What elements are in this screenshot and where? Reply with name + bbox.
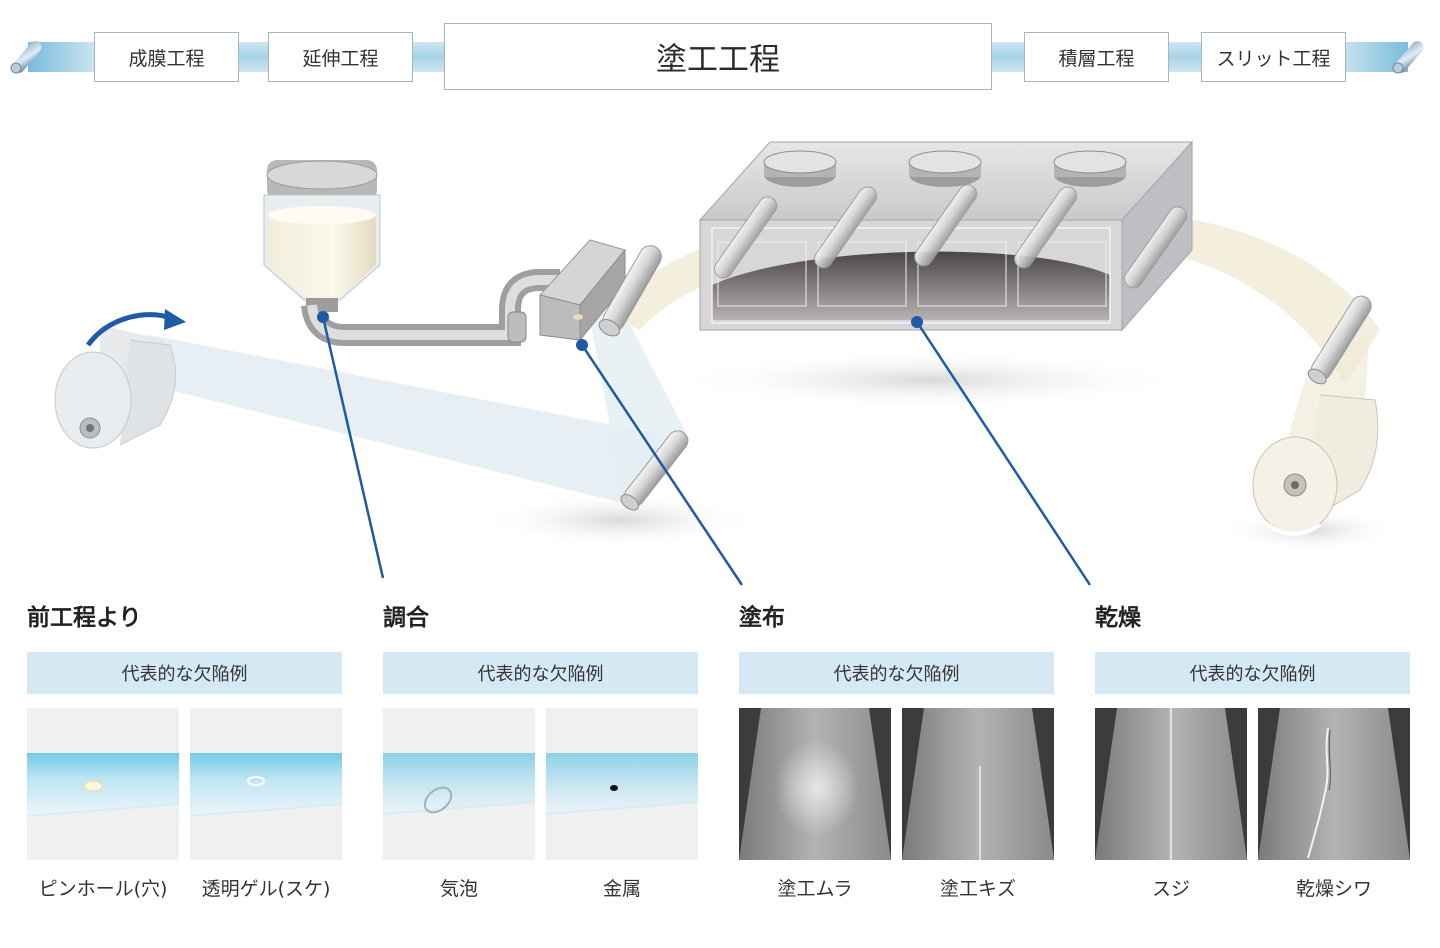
step-coating-current: 塗工工程 <box>444 23 992 90</box>
stage-coating: 塗布 代表的な欠陥例 塗工ムラ 塗工キズ <box>739 600 1054 901</box>
rotation-arrow-icon <box>85 312 171 347</box>
coating-die <box>539 239 626 342</box>
step-film-forming: 成膜工程 <box>94 32 239 82</box>
left-roll-icon <box>10 41 42 74</box>
defect-header: 代表的な欠陥例 <box>27 652 342 694</box>
stage-title: 塗布 <box>739 605 785 631</box>
coating-roller <box>598 245 662 337</box>
stage-previous-process: 前工程より 代表的な欠陥例 ピンホール(穴) 透明ゲル(スケ) <box>27 600 342 901</box>
defect-caption: 気泡 <box>439 878 478 900</box>
metal-image <box>546 708 698 860</box>
defect-caption: 塗工キズ <box>939 878 1016 900</box>
stage-title: 乾燥 <box>1095 605 1141 631</box>
defect-caption: 金属 <box>602 878 641 900</box>
defect-header: 代表的な欠陥例 <box>383 652 698 694</box>
stage-title: 調合 <box>383 605 429 631</box>
oven-shadow <box>670 350 1190 410</box>
right-roll-icon <box>1392 41 1424 74</box>
coating-line-diagram <box>54 140 1400 586</box>
exit-roller <box>1307 295 1372 385</box>
unwind-roll <box>54 351 132 449</box>
incoming-film <box>110 335 690 505</box>
defect-caption: 塗工ムラ <box>777 878 853 900</box>
feed-pipe <box>301 269 560 346</box>
clear-gel-image <box>190 708 342 860</box>
defect-caption: ピンホール(穴) <box>38 878 168 900</box>
step-laminating: 積層工程 <box>1024 32 1169 82</box>
stage-title: 前工程より <box>27 605 142 631</box>
drying-wrinkle-image <box>1258 708 1410 860</box>
pinhole-image <box>27 708 179 860</box>
idler-roller <box>620 430 689 511</box>
coating-unevenness-image <box>739 708 891 860</box>
stage-mixing: 調合 代表的な欠陥例 気泡 金属 <box>383 600 698 901</box>
callout-lines <box>317 311 1092 586</box>
streak-image <box>1095 708 1247 860</box>
defect-caption: 透明ゲル(スケ) <box>201 878 331 900</box>
stage-drying: 乾燥 代表的な欠陥例 スジ 乾燥シワ <box>1095 600 1410 901</box>
drying-oven <box>698 140 1194 332</box>
rewind-roll <box>1252 394 1379 536</box>
defect-caption: 乾燥シワ <box>1295 878 1372 900</box>
defect-header: 代表的な欠陥例 <box>1095 652 1410 694</box>
bubble-image <box>383 708 535 860</box>
mixing-tank <box>263 160 381 312</box>
defect-caption: スジ <box>1151 878 1190 900</box>
step-slitting: スリット工程 <box>1201 32 1346 82</box>
step-stretching: 延伸工程 <box>268 32 413 82</box>
defect-header: 代表的な欠陥例 <box>739 652 1054 694</box>
coating-scratch-image <box>902 708 1054 860</box>
